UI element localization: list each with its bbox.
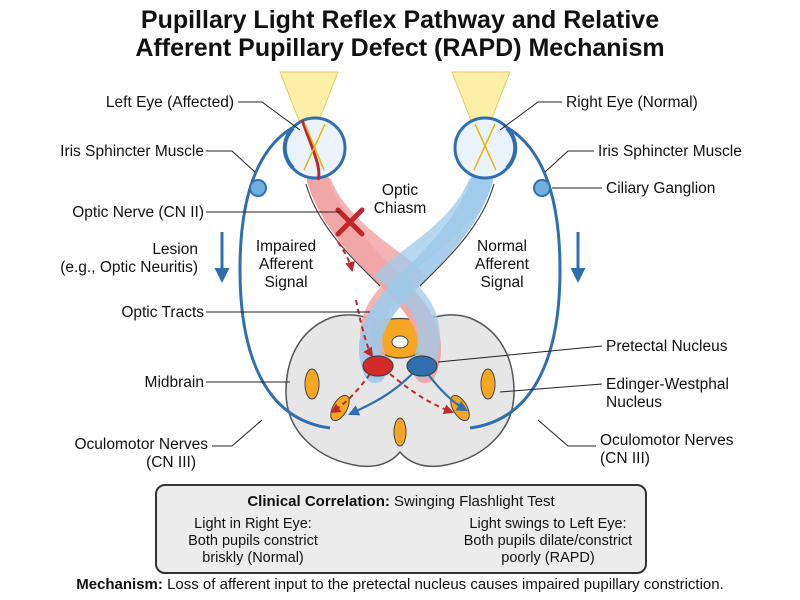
label-optic-tracts: Optic Tracts	[121, 304, 204, 321]
leader-right-eye	[499, 101, 562, 131]
leader-left-eye	[238, 101, 301, 131]
clinical-correlation-box: Clinical Correlation: Swinging Flashligh…	[155, 484, 647, 574]
label-midbrain: Midbrain	[144, 374, 204, 391]
label-ew-1: Edinger-Westphal	[606, 376, 729, 393]
label-chiasm-1: Optic	[381, 182, 419, 199]
clinical-left-line-1: Light in Right Eye:	[194, 516, 312, 532]
leader-right-oculomotor	[537, 419, 596, 447]
leader-left-iris	[206, 150, 256, 173]
footer-rest: Loss of afferent input to the pretectal …	[162, 576, 724, 593]
label-right-eye: Right Eye (Normal)	[566, 94, 698, 111]
left-efferent-loop	[238, 126, 331, 430]
label-normal-3: Signal	[480, 274, 524, 291]
label-normal-2: Afferent	[474, 256, 529, 273]
normal-optic-pathway-cross	[373, 175, 489, 379]
label-right-oculomotor-2: (CN III)	[600, 450, 650, 467]
label-right-iris-sphincter: Iris Sphincter Muscle	[598, 143, 742, 160]
clinical-heading-rest: Swinging Flashlight Test	[389, 493, 555, 510]
ew-nucleus-right-1	[480, 368, 496, 400]
leader-pretectal	[437, 345, 603, 363]
leader-right-iris	[544, 150, 594, 173]
clinical-heading-bold: Clinical Correlation:	[247, 493, 390, 510]
clinical-left-line-3: briskly (Normal)	[202, 550, 304, 566]
leader-ew	[499, 383, 603, 393]
clinical-right-line-3: poorly (RAPD)	[501, 550, 595, 566]
clinical-right-line-1: Light swings to Left Eye:	[469, 516, 627, 532]
clinical-right-line-2: Both pupils dilate/constrict	[463, 533, 633, 549]
optic-pathway-outline-left	[305, 183, 381, 287]
label-lesion-2: (e.g., Optic Neuritis)	[60, 259, 198, 276]
clinical-right-text: Light swings to Left Eye: Both pupils di…	[453, 516, 643, 567]
impaired-signal-arrow-top	[337, 241, 355, 272]
title-line-1: Pupillary Light Reflex Pathway and Relat…	[140, 6, 660, 34]
leader-lines	[206, 101, 603, 447]
clinical-left-text: Light in Right Eye: Both pupils constric…	[167, 516, 339, 567]
footer-bold: Mechanism:	[76, 576, 163, 593]
normal-signal-arrow-right	[427, 373, 468, 412]
pretectal-nucleus-left	[362, 355, 394, 377]
pretectal-nucleus-right	[406, 355, 438, 377]
central-nucleus	[393, 417, 407, 447]
clinical-heading: Clinical Correlation: Swinging Flashligh…	[157, 493, 645, 510]
label-ew-2: Nucleus	[606, 394, 662, 411]
impaired-signal-arrow-right	[389, 373, 454, 414]
label-left-oculomotor-2: (CN III)	[146, 454, 196, 471]
label-left-iris-sphincter: Iris Sphincter Muscle	[60, 143, 204, 160]
lesion-x-mark	[335, 207, 365, 237]
right-ciliary-ganglion	[533, 179, 551, 197]
mechanism-footer: Mechanism: Loss of afferent input to the…	[0, 576, 800, 593]
impaired-signal-arrow-tract	[355, 299, 374, 358]
label-ciliary-ganglion: Ciliary Ganglion	[606, 180, 716, 197]
clinical-left-line-2: Both pupils constrict	[188, 533, 318, 549]
impaired-signal-arrow-left	[330, 373, 371, 414]
ew-nucleus-left-1	[304, 368, 320, 400]
label-lesion-1: Lesion	[152, 241, 198, 258]
label-chiasm-2: Chiasm	[373, 200, 427, 217]
left-ciliary-ganglion	[249, 179, 267, 197]
title-line-2: Afferent Pupillary Defect (RAPD) Mechani…	[135, 34, 665, 62]
label-optic-nerve: Optic Nerve (CN II)	[72, 204, 204, 221]
right-eye	[453, 116, 518, 180]
label-impaired-3: Signal	[264, 274, 308, 291]
label-normal-1: Normal	[477, 238, 527, 255]
label-impaired-1: Impaired	[255, 238, 317, 255]
label-right-oculomotor-1: Oculomotor Nerves	[600, 432, 734, 449]
normal-signal-arrow-left	[347, 373, 413, 416]
right-efferent-loop	[469, 126, 562, 430]
leader-left-oculomotor	[212, 419, 263, 447]
cerebral-aqueduct	[391, 335, 409, 349]
label-impaired-2: Afferent	[258, 256, 313, 273]
label-left-eye: Left Eye (Affected)	[105, 94, 234, 111]
label-pretectal-nucleus: Pretectal Nucleus	[606, 338, 728, 355]
label-left-oculomotor-1: Oculomotor Nerves	[74, 436, 208, 453]
left-eye	[282, 116, 347, 181]
optic-pathway-outline-right	[419, 183, 495, 287]
